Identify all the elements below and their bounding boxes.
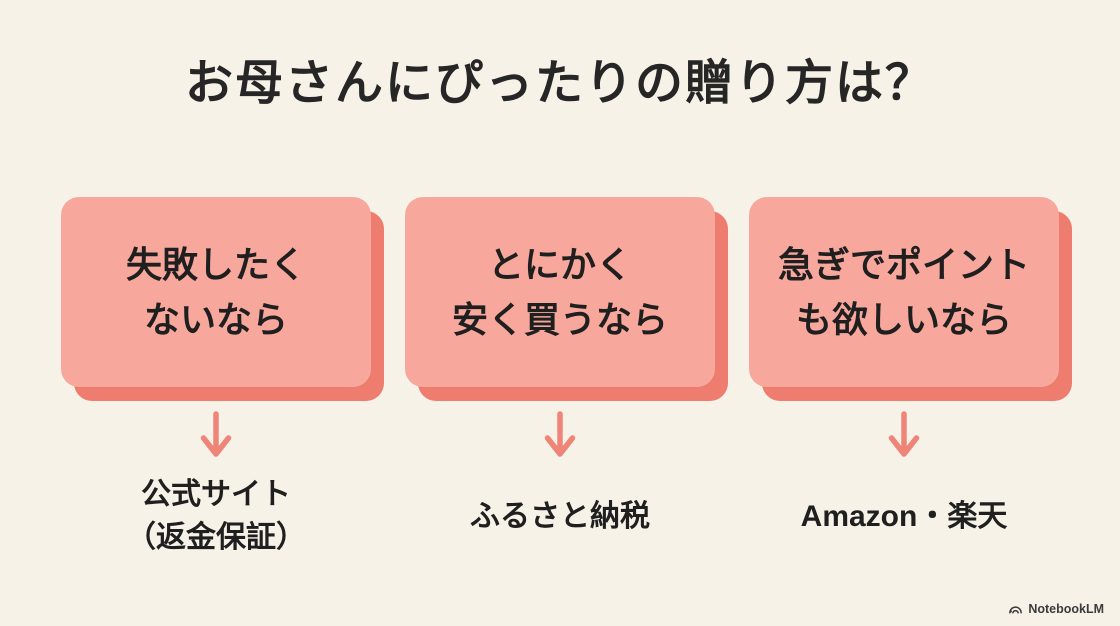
flow-column-furusato-tax: とにかく 安く買うなら ふるさと納税 bbox=[405, 197, 715, 563]
result-line: 公式サイト bbox=[141, 477, 291, 511]
down-arrow-icon bbox=[543, 411, 577, 463]
down-arrow-icon bbox=[887, 411, 921, 463]
notebooklm-watermark: NotebookLM bbox=[1008, 602, 1104, 616]
gift-flow-infographic: お母さんにぴったりの贈り方は？ 失敗したく ないなら 公式サイト （返金保証） bbox=[0, 0, 1120, 563]
result-label: Amazon・楽天 bbox=[801, 469, 1008, 563]
watermark-label: NotebookLM bbox=[1028, 602, 1104, 616]
condition-line: とにかく bbox=[487, 243, 632, 285]
result-line: ふるさと納税 bbox=[470, 499, 650, 533]
condition-line: 失敗したく bbox=[125, 243, 306, 285]
condition-card-text: 急ぎでポイント も欲しいなら bbox=[749, 197, 1059, 388]
result-line: Amazon・楽天 bbox=[800, 499, 1008, 533]
condition-card-text: 失敗したく ないなら bbox=[61, 197, 371, 388]
condition-card: 急ぎでポイント も欲しいなら bbox=[749, 197, 1059, 388]
down-arrow-icon bbox=[199, 411, 233, 463]
condition-line: も欲しいなら bbox=[795, 299, 1012, 341]
flow-column-official-site: 失敗したく ないなら 公式サイト （返金保証） bbox=[61, 197, 371, 563]
condition-line: 安く買うなら bbox=[451, 299, 668, 341]
result-label: 公式サイト （返金保証） bbox=[126, 469, 306, 563]
flow-columns: 失敗したく ないなら 公式サイト （返金保証） とにかく 安く買うなら bbox=[0, 197, 1120, 563]
condition-line: ないなら bbox=[143, 299, 288, 341]
condition-card: とにかく 安く買うなら bbox=[405, 197, 715, 388]
notebooklm-logo-icon bbox=[1008, 603, 1023, 615]
condition-line: 急ぎでポイント bbox=[777, 243, 1030, 285]
result-label: ふるさと納税 bbox=[470, 469, 650, 563]
page-title: お母さんにぴったりの贈り方は？ bbox=[184, 57, 935, 110]
condition-card: 失敗したく ないなら bbox=[61, 197, 371, 388]
flow-column-amazon-rakuten: 急ぎでポイント も欲しいなら Amazon・楽天 bbox=[749, 197, 1059, 563]
condition-card-text: とにかく 安く買うなら bbox=[405, 197, 715, 388]
result-line: （返金保証） bbox=[126, 521, 306, 555]
